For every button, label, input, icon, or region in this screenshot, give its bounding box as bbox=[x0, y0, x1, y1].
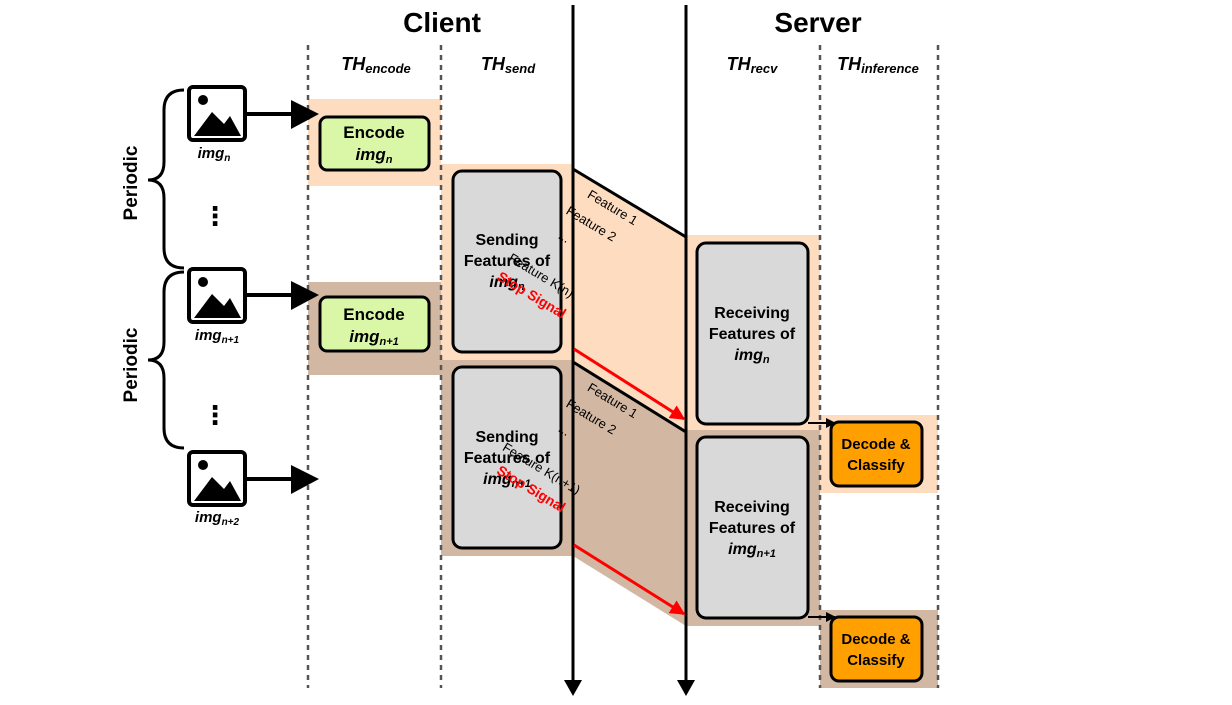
sending-box-image: imgn bbox=[489, 274, 524, 293]
thread-label-encode: THencode bbox=[341, 54, 411, 76]
client-header: Client bbox=[403, 7, 481, 38]
image-icon bbox=[187, 85, 247, 142]
receiving-box-line2: Features of bbox=[709, 520, 796, 537]
decode-box-line2: Classify bbox=[847, 652, 905, 669]
sending-box-line2: Features of bbox=[464, 253, 551, 270]
receiving-box-n bbox=[695, 241, 810, 426]
encode-box-image: imgn bbox=[356, 145, 393, 166]
transfer-edge-top bbox=[572, 167, 687, 239]
image-label-n1: imgn+1 bbox=[195, 327, 240, 346]
decode-box-line1: Decode & bbox=[841, 631, 910, 648]
server-header: Server bbox=[774, 7, 861, 38]
image-label-n2: imgn+2 bbox=[195, 509, 240, 528]
encode-box-label: Encode bbox=[343, 123, 404, 142]
periodic-label-2: Periodic bbox=[121, 327, 142, 402]
image-icon bbox=[187, 267, 247, 324]
input-arrow bbox=[246, 100, 319, 129]
encode-box-n bbox=[318, 115, 431, 172]
sending-box-line2: Features of bbox=[464, 450, 551, 467]
decode-box-line2: Classify bbox=[847, 457, 905, 474]
receiving-box-image: imgn bbox=[734, 347, 769, 366]
stop-signal-arrow bbox=[573, 347, 686, 421]
encode-box-n1 bbox=[318, 295, 431, 353]
transfer-edge-mid bbox=[572, 360, 687, 434]
receiving-box-n1 bbox=[695, 435, 810, 620]
sending-box-image: imgn+1 bbox=[483, 471, 531, 490]
periodic-brace-2 bbox=[147, 270, 185, 450]
input-arrow bbox=[246, 281, 319, 310]
ellipsis-vertical-2: ⋮ bbox=[202, 400, 228, 430]
thread-label-inference: THinference bbox=[837, 54, 919, 76]
thread-label-recv: THrecv bbox=[727, 54, 779, 76]
sending-box-n bbox=[451, 169, 563, 354]
decode-box-n bbox=[829, 420, 924, 488]
encode-box-image: imgn+1 bbox=[349, 327, 399, 348]
thread-label-send: THsend bbox=[481, 54, 536, 76]
transfer-band-n1 bbox=[573, 360, 686, 626]
input-arrow bbox=[246, 465, 319, 494]
periodic-label-1: Periodic bbox=[121, 145, 142, 220]
sending-box-line1: Sending bbox=[475, 429, 538, 446]
receiving-box-image: imgn+1 bbox=[728, 541, 776, 560]
ellipsis-vertical-1: ⋮ bbox=[202, 201, 228, 231]
receiving-box-line1: Receiving bbox=[714, 499, 790, 516]
sending-box-n1 bbox=[451, 365, 563, 550]
receiving-box-line2: Features of bbox=[709, 326, 796, 343]
stop-signal-arrow bbox=[573, 543, 686, 616]
receiving-box-line1: Receiving bbox=[714, 305, 790, 322]
client-timeline-arrowhead bbox=[564, 680, 582, 696]
image-icon bbox=[187, 450, 247, 507]
image-label-n: imgn bbox=[198, 145, 231, 164]
sending-box-line1: Sending bbox=[475, 232, 538, 249]
decode-box-line1: Decode & bbox=[841, 436, 910, 453]
decode-box-n1 bbox=[829, 615, 924, 683]
server-timeline-arrowhead bbox=[677, 680, 695, 696]
periodic-brace-1 bbox=[147, 88, 185, 270]
encode-box-label: Encode bbox=[343, 305, 404, 324]
